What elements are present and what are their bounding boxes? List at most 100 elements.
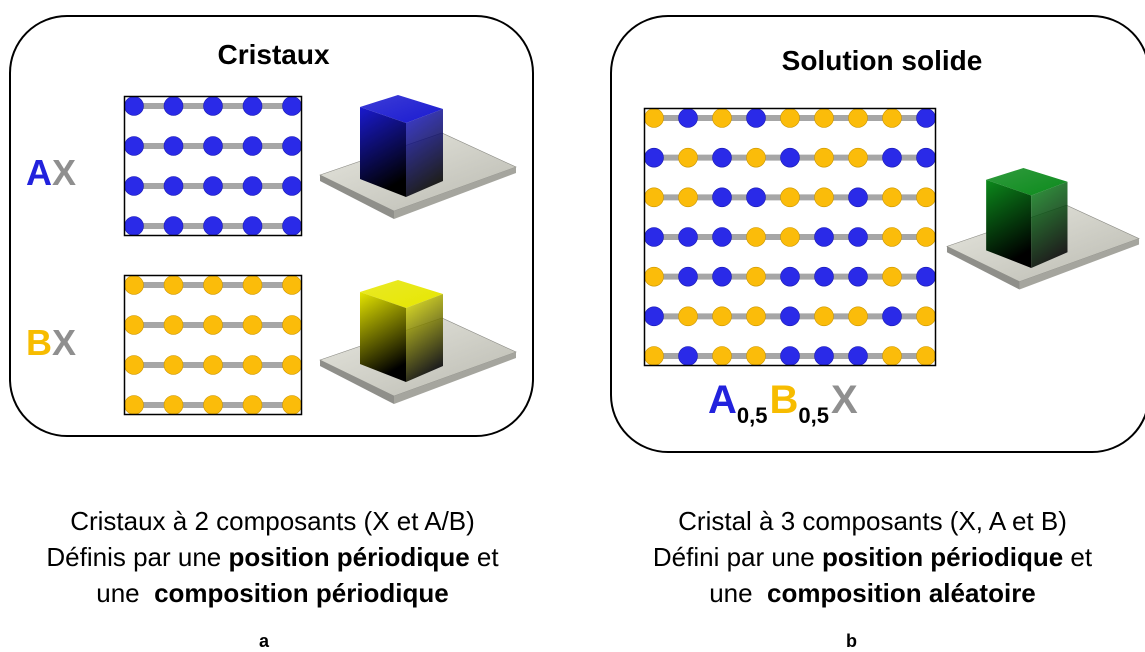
lattice-ab-atom-A	[644, 306, 664, 327]
lattice-ax-atom-A	[124, 176, 144, 196]
lattice-ab-atom-A	[780, 306, 800, 327]
lattice-ab-atom-A	[678, 108, 698, 128]
cube-bx-icon	[319, 280, 517, 404]
lattice-ab-atom-A	[712, 147, 732, 168]
lattice-ab-atom-B	[882, 266, 902, 287]
lattice-ab-atom-B	[644, 346, 664, 366]
lattice-bx-atom-B	[282, 395, 302, 415]
caption-b-line2-pre: Défini par une	[652, 542, 822, 572]
figure-label-a: a	[259, 631, 270, 651]
lattice-ab-atom-A	[644, 227, 664, 247]
lattice-ab-atom-A	[712, 227, 732, 247]
lattice-ax-atom-A	[242, 176, 263, 196]
lattice-ab-atom-B	[780, 227, 800, 247]
lattice-ax-atom-A	[163, 96, 184, 116]
lattice-ab-atom-B	[746, 147, 766, 168]
lattice-ab-atom-A	[780, 346, 800, 366]
lattice-ab-atom-A	[814, 266, 834, 287]
lattice-bx-atom-B	[282, 275, 302, 295]
cube-side	[406, 109, 443, 197]
figure-label-b: b	[846, 631, 857, 651]
lattice-ab-atom-B	[678, 187, 698, 208]
lattice-ab-atom-A	[848, 227, 868, 247]
cube-top	[360, 280, 443, 308]
lattice-bx-atom-B	[282, 355, 302, 375]
lattice-ab-atom-B	[882, 346, 902, 366]
lattice-ax-atom-A	[203, 176, 223, 196]
formula-abx-b: B	[769, 378, 799, 422]
lattice-ab-atom-B	[644, 266, 664, 287]
caption-a-line3-bold: composition périodique	[154, 578, 449, 608]
caption-a-line3: une composition périodique	[0, 575, 545, 611]
lattice-bx-atom-B	[163, 355, 184, 375]
caption-a-line3-pre: une	[96, 578, 155, 608]
lattice-solid-solution	[643, 107, 937, 367]
formula-abx-sub-a: 0,5	[736, 403, 768, 428]
cube-top	[986, 168, 1068, 196]
plate-edge	[394, 167, 516, 219]
caption-a: Cristaux à 2 composants (X et A/B) Défin…	[0, 503, 545, 611]
lattice-bx-atom-B	[124, 315, 144, 335]
lattice-ab-atom-B	[848, 306, 868, 327]
lattice-ab-atom-B	[712, 108, 732, 128]
panel-a-title: Cristaux	[217, 39, 330, 70]
lattice-ab-frame	[643, 107, 937, 367]
cube-solid-solution-icon	[946, 168, 1140, 290]
lattice-bx-atom-B	[163, 275, 184, 295]
cube-front	[360, 107, 406, 197]
caption-a-line2-pre: Définis par une	[46, 542, 229, 572]
lattice-ab-atom-A	[644, 147, 664, 168]
lattice-ax-atom-A	[203, 96, 223, 116]
caption-b: Cristal à 3 composants (X, A et B) Défin…	[600, 503, 1145, 611]
lattice-ab-atom-B	[916, 306, 936, 327]
formula-abx-x: X	[830, 378, 858, 422]
lattice-ab-atom-B	[746, 306, 766, 327]
lattice-bx-atom-B	[282, 315, 302, 335]
caption-a-line2-post: et	[469, 542, 499, 572]
lattice-ab-atom-A	[848, 266, 868, 287]
lattice-bx-atom-B	[203, 315, 223, 335]
lattice-bx-atom-B	[242, 395, 263, 415]
lattice-ax-atom-A	[163, 216, 184, 236]
lattice-bx-atom-B	[124, 275, 144, 295]
caption-b-line3-bold: composition aléatoire	[767, 578, 1036, 608]
lattice-ax-atom-A	[163, 136, 184, 156]
formula-ax-a: A	[26, 152, 52, 193]
caption-a-line2-bold: position périodique	[228, 542, 470, 572]
lattice-ab-atom-B	[746, 266, 766, 287]
lattice-bx-atom-B	[203, 355, 223, 375]
formula-bx-x: X	[52, 322, 77, 363]
lattice-ab-atom-B	[848, 147, 868, 168]
lattice-ax-atom-A	[282, 216, 302, 236]
lattice-bx-atom-B	[203, 275, 223, 295]
plate-edge	[320, 360, 394, 404]
lattice-ax-atom-A	[163, 176, 184, 196]
lattice-ab-atom-B	[916, 227, 936, 247]
lattice-ab-atom-A	[780, 147, 800, 168]
lattice-ab-atom-B	[712, 306, 732, 327]
lattice-ax-atom-A	[242, 136, 263, 156]
lattice-ax-frame	[123, 95, 303, 237]
lattice-ab-atom-A	[678, 227, 698, 247]
lattice-bx-atom-B	[163, 395, 184, 415]
formula-bx: BX	[26, 322, 76, 364]
lattice-ab-atom-A	[746, 187, 766, 208]
lattice-ax-atom-A	[124, 96, 144, 116]
lattice-ab-atom-B	[916, 346, 936, 366]
formula-ax-x: X	[52, 152, 77, 193]
caption-b-line3: une composition aléatoire	[600, 575, 1145, 611]
lattice-ab-atom-A	[678, 266, 698, 287]
lattice-ab-atom-A	[882, 306, 902, 327]
lattice-ab-atom-B	[712, 346, 732, 366]
lattice-ax-atom-A	[282, 96, 302, 116]
lattice-ax-atom-A	[203, 136, 223, 156]
formula-solid-solution: A0,5B0,5X	[708, 378, 858, 429]
panel-b-title: Solution solide	[781, 45, 983, 76]
lattice-ab-atom-A	[916, 266, 936, 287]
lattice-ax-atom-A	[282, 176, 302, 196]
lattice-bx-atom-B	[242, 315, 263, 335]
lattice-ab-atom-B	[644, 187, 664, 208]
lattice-ab-atom-B	[814, 187, 834, 208]
lattice-bx-atom-B	[203, 395, 223, 415]
lattice-ab-atom-B	[780, 108, 800, 128]
